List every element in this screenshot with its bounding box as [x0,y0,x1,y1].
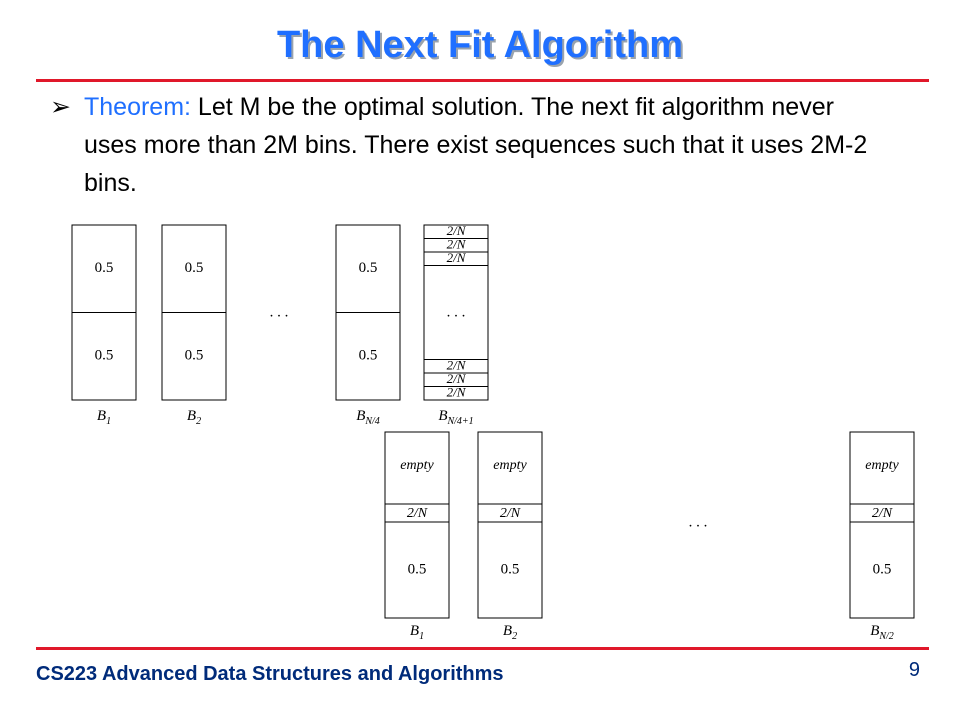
bottom-bin-b1-label-subscript: 1 [419,631,424,642]
stack-middle-ellipsis: . . . [447,304,466,320]
bottom-bin-b2 [477,431,543,619]
top-bin-bn4plus1-label: BN/4+1 [438,408,473,427]
bottom-bin-bn2-label-subscript: N/2 [878,631,893,642]
slide-title: The Next Fit Algorithm [276,24,684,66]
stack-bottom-item-3: 2/N [447,385,467,400]
bottom-bin-b1 [384,431,450,619]
stack-top-item-3: 2/N [447,250,467,265]
stack-bottom-item-1: 2/N [447,358,467,373]
top-bin-bn4plus1-label-subscript: N/4+1 [446,416,473,427]
bottom-bin-bn2 [849,431,915,619]
theorem-text: Theorem: Let M be the optimal solution. … [84,88,890,202]
top-bin-b2-label-subscript: 2 [196,416,201,427]
top-bin-bn4-item-lower: 0.5 [359,348,378,364]
top-bin-b2-label: B2 [187,408,201,427]
bottom-bin-b2-label-letter: B [503,623,512,639]
bottom-bin-bn2-small-item: 2/N [872,506,893,521]
bottom-bin-b2-empty-region: empty [493,458,527,473]
bottom-bin-b1-label: B1 [410,623,424,642]
top-bin-b2-item-upper: 0.5 [185,260,204,276]
bottom-bin-b1-empty-region: empty [400,458,434,473]
top-gap-ellipsis: . . . [270,304,289,320]
bottom-bin-bn2-empty-region: empty [865,458,899,473]
top-bin-b1-label: B1 [97,408,111,427]
bottom-bin-b2-label-subscript: 2 [512,631,517,642]
top-bin-bn4-label: BN/4 [356,408,380,427]
top-bin-b1-item-upper: 0.5 [95,260,114,276]
footer-divider [36,647,929,650]
bottom-bin-bn2-label: BN/2 [870,623,894,642]
theorem-statement: Let M be the optimal solution. The next … [84,93,868,197]
bottom-bin-bn2-label-letter: B [870,623,879,639]
bottom-bin-b2-small-item: 2/N [500,506,521,521]
page-number: 9 [908,659,920,681]
bottom-bin-b1-small-item: 2/N [407,506,428,521]
top-bin-bn4-label-subscript: N/4 [364,416,379,427]
top-bin-bn4plus1 [423,224,489,401]
stack-bottom-item-2: 2/N [447,371,467,386]
stack-top-item-1: 2/N [447,223,467,238]
theorem-bullet: ➢ Theorem: Let M be the optimal solution… [50,88,890,202]
bottom-bin-b2-label: B2 [503,623,517,642]
bottom-gap-ellipsis: . . . [689,514,708,530]
top-bin-b1-label-subscript: 1 [106,416,111,427]
stack-top-item-2: 2/N [447,237,467,252]
bottom-bin-bn2-half-item: 0.5 [873,561,892,577]
theorem-label: Theorem: [84,93,191,121]
title-divider [36,79,929,82]
top-bin-bn4plus1-label-letter: B [438,408,447,424]
course-footer: CS223 Advanced Data Structures and Algor… [36,663,504,685]
top-bin-b2-label-letter: B [187,408,196,424]
top-bin-bn4-label-letter: B [356,408,365,424]
top-bin-b2-item-lower: 0.5 [185,348,204,364]
top-bin-bn4-item-upper: 0.5 [359,260,378,276]
top-bin-b1-item-lower: 0.5 [95,348,114,364]
arrow-bullet-icon: ➢ [50,93,71,121]
bottom-bin-b2-half-item: 0.5 [501,561,520,577]
bottom-bin-b1-half-item: 0.5 [408,561,427,577]
bottom-bin-b1-label-letter: B [410,623,419,639]
top-bin-b1-label-letter: B [97,408,106,424]
